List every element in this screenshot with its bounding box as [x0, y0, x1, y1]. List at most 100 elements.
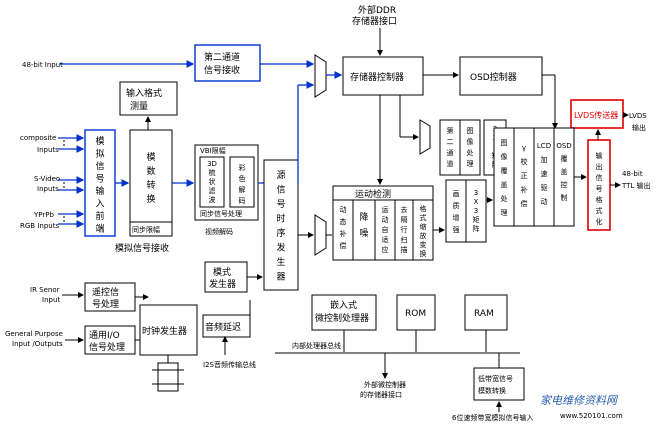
- timing-gen-char: 发: [276, 242, 285, 254]
- ram-label: RAM: [474, 309, 494, 319]
- ttl-out-label2: TTL 输出: [621, 181, 651, 190]
- lowband-l2: 模数转换: [478, 386, 506, 395]
- image-proc2-char: 像: [467, 137, 474, 146]
- analog-frontend-char: 端: [95, 223, 104, 235]
- deinterlace-char: 隔: [401, 215, 408, 224]
- gpio-l1: 通用I/O: [89, 330, 120, 341]
- matrix-3x3-b-char: 阵: [473, 224, 480, 233]
- analog-frontend-char: 前: [95, 210, 104, 222]
- image-overlay-char: 像: [501, 152, 508, 161]
- matrix-3x3-b-char: 矩: [473, 215, 480, 224]
- video-decode-label: 视频解码: [205, 227, 233, 236]
- deinterlace-char: 扫: [401, 235, 408, 244]
- ddr-interface-label: 存储器接口: [352, 15, 397, 27]
- svideo-label: S-Video: [34, 175, 60, 183]
- motion-adapt-char: 应: [382, 245, 389, 254]
- second-image-text: 第二通道: [447, 126, 454, 168]
- remote-l1: 遥控信: [92, 286, 119, 298]
- timing-gen-char: 生: [276, 256, 285, 268]
- motion-detect-label: 运动检测: [355, 188, 391, 200]
- mux-top: [314, 54, 327, 98]
- mem-ctrl-label: 存储器控制器: [350, 71, 404, 83]
- second-image-char: 第: [447, 126, 454, 135]
- adc-char: 数: [146, 165, 155, 177]
- sync-clip-block: [129, 221, 173, 237]
- lowband-l1: 低带宽信号: [478, 374, 513, 383]
- analog-frontend-char: 号: [95, 174, 104, 185]
- osd-overlay-char: OSD: [556, 142, 571, 150]
- lcd-drive-char: LCD: [537, 142, 551, 150]
- composite-label: composite: [20, 134, 56, 142]
- comb-3d-block: [199, 156, 225, 208]
- image-proc2-char: 处: [467, 148, 474, 157]
- gamma-char: 校: [521, 157, 528, 166]
- rom-label: ROM: [405, 309, 426, 319]
- matrix-3x3-b-char: 3: [474, 189, 478, 197]
- adc-block: [129, 129, 173, 223]
- deinterlace-char: 描: [401, 245, 408, 254]
- motion-adapt-char: 自: [382, 225, 389, 234]
- motion-adapt-char: 适: [382, 235, 389, 244]
- output-format-char: 出: [596, 162, 603, 171]
- scaler-char: 缩: [420, 222, 427, 231]
- lowband-adc-block: [473, 367, 525, 401]
- second-channel-l2: 信号接收: [204, 64, 240, 76]
- scaler-char: 格: [420, 204, 427, 213]
- input-format-l1: 输入格式: [126, 87, 162, 99]
- deinterlace-char: 行: [401, 225, 408, 234]
- second-channel-l1: 第二通道: [204, 51, 240, 63]
- audio-delay-label: 音频延迟: [205, 321, 241, 333]
- lcd-drive-char: 速: [541, 170, 548, 178]
- vbi-label: VBI限幅: [200, 146, 226, 155]
- second-image-char: 道: [447, 159, 454, 168]
- timing-gen-char: 时: [276, 213, 285, 225]
- timing-gen-char: 器: [276, 272, 285, 283]
- sync-proc-label: 同步信号处理: [200, 209, 242, 218]
- enhance-char: 画: [453, 190, 460, 198]
- mode-gen-l2: 发生器: [209, 278, 236, 290]
- composite-inputs-label: Inputs: [37, 146, 59, 154]
- matrix-3x3-b-block: [465, 179, 487, 243]
- gpio-label2: Input /Outputs: [12, 340, 63, 348]
- image-proc2-block: [459, 119, 481, 176]
- timing-gen-char: 号: [276, 199, 285, 210]
- enhance-char: 强: [453, 226, 460, 234]
- gpio-label: General Purpose: [5, 330, 63, 338]
- adc-char: 换: [146, 193, 155, 205]
- motion-comp-char: 态: [340, 217, 347, 226]
- motion-comp-char: 偿: [340, 241, 347, 250]
- scaler-char: 换: [420, 249, 427, 258]
- gamma-char: 正: [521, 172, 528, 180]
- rom-block: [396, 294, 436, 331]
- remote-l2: 号处理: [92, 298, 119, 310]
- gamma-char: 偿: [521, 199, 528, 208]
- lvds-out-label: LVDS: [629, 112, 647, 120]
- gpio-l2: 信号处理: [89, 341, 125, 353]
- osd-overlay-char: 盖: [561, 167, 568, 176]
- image-overlay-char: 覆: [501, 167, 508, 175]
- analog-recv-label: 模拟信号接收: [115, 242, 169, 254]
- output-format-char: 化: [596, 217, 603, 226]
- analog-frontend-char: 输: [95, 185, 104, 197]
- osd-overlay-char: 控: [561, 180, 568, 189]
- ir-input-label: Input: [42, 296, 60, 304]
- osd-overlay-char: 覆: [561, 155, 568, 163]
- scaler-char: 放: [420, 231, 427, 240]
- output-format-char: 信: [596, 173, 603, 182]
- comb-3d-char: 状: [209, 177, 216, 186]
- gamma-char: γ: [522, 144, 526, 152]
- mcu-l1: 嵌入式: [330, 299, 357, 311]
- output-format-char: 格: [596, 195, 603, 204]
- timing-gen-char: 序: [276, 227, 285, 239]
- motion-adapt-char: 运: [382, 206, 389, 214]
- output-format-char: 输: [596, 151, 603, 160]
